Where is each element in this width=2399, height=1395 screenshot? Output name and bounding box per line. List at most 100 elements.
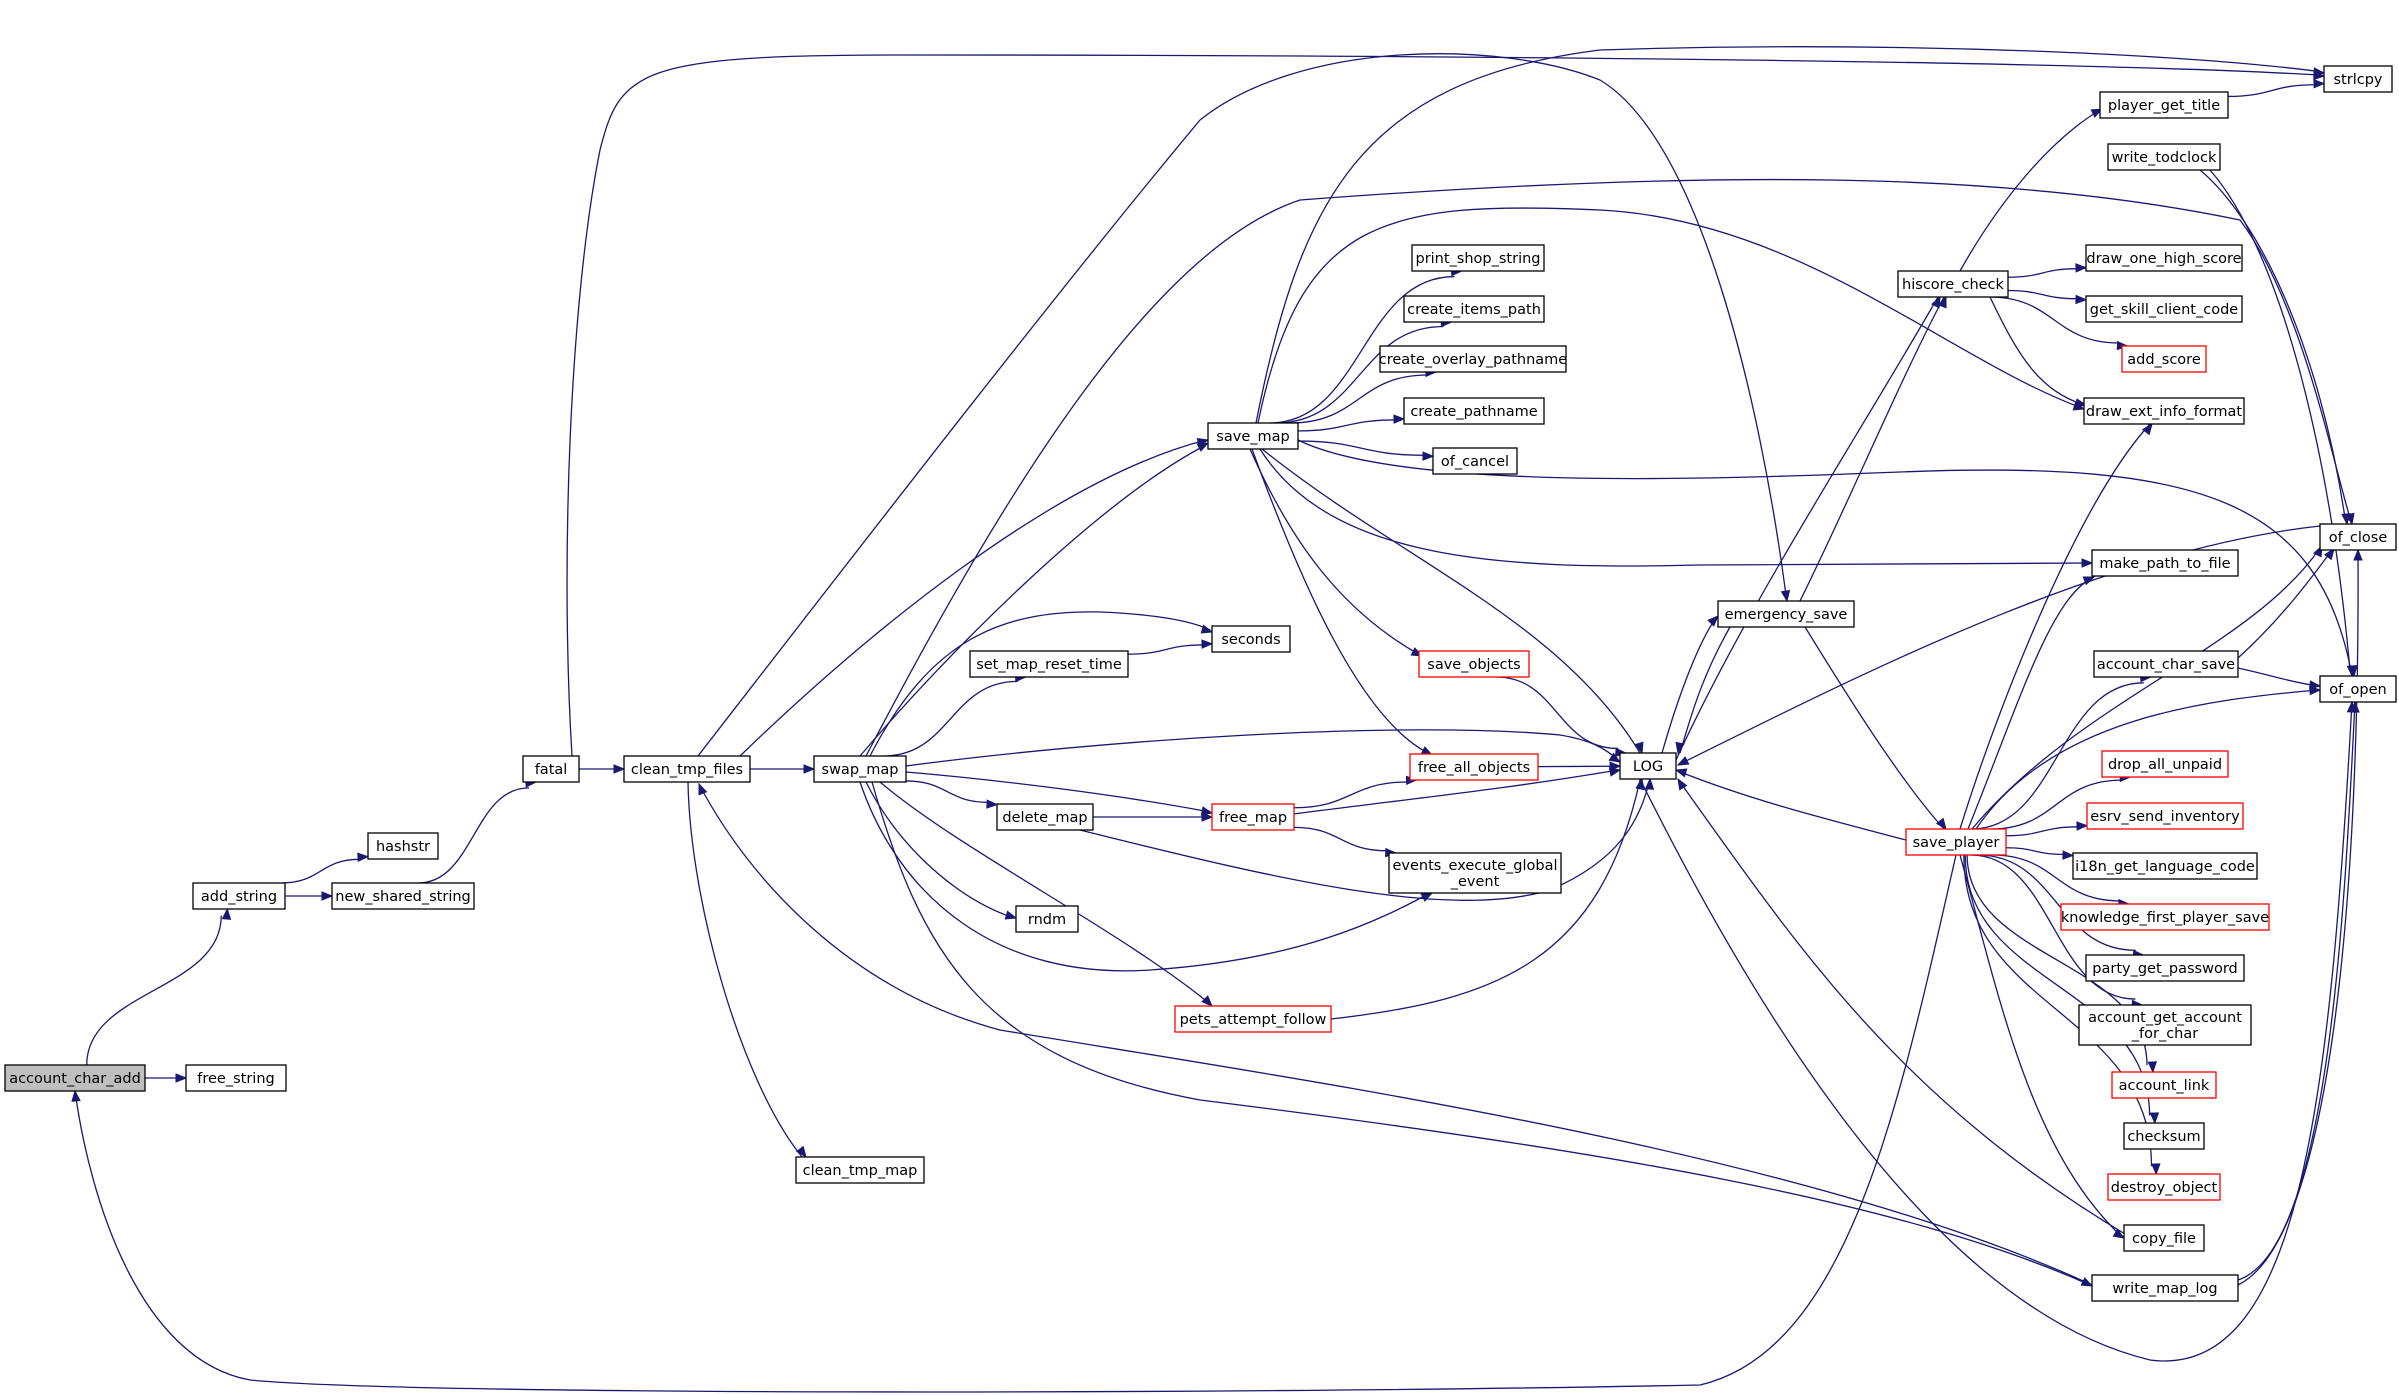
edge-line [1804, 626, 1945, 830]
node-hashstr[interactable]: hashstr [367, 832, 439, 860]
node-account-link[interactable]: account_link [2111, 1071, 2217, 1099]
node-box [623, 755, 751, 783]
node-set-map-reset-time[interactable]: set_map_reset_time [969, 650, 1129, 678]
node-print-shop-string[interactable]: print_shop_string [1411, 244, 1545, 272]
node-label: print_shop_string [1415, 251, 1540, 267]
node-save-objects[interactable]: save_objects [1418, 650, 1530, 678]
edge-set_map_reset_time-to-seconds [1127, 639, 1214, 655]
edge-line [1990, 779, 2122, 830]
node-clean-tmp-files[interactable]: clean_tmp_files [623, 755, 751, 783]
node-knowledge-first-player-save[interactable]: knowledge_first_player_save [2060, 903, 2270, 931]
node-add-score[interactable]: add_score [2121, 345, 2207, 373]
node-create-items-path[interactable]: create_items_path [1403, 295, 1545, 323]
node-save-map[interactable]: save_map [1207, 422, 1299, 450]
node-label: player_get_title [2108, 98, 2220, 114]
edge-line [1964, 854, 2151, 1116]
node-get-skill-client-code[interactable]: get_skill_client_code [2085, 295, 2243, 323]
node-box [996, 803, 1094, 831]
node-draw-one-high-score[interactable]: draw_one_high_score [2085, 244, 2243, 272]
edge-arrowhead [1004, 910, 1018, 920]
node-account-char-save[interactable]: account_char_save [2093, 650, 2239, 678]
edge-hiscore_check-to-draw_ext_info_format [1989, 296, 2088, 408]
node-box [1432, 447, 1518, 475]
edge-arrowhead [2147, 1061, 2158, 1074]
edge-free_map-to-LOG [1293, 767, 1622, 815]
edge-arrowhead [2149, 1112, 2160, 1125]
node-i18n-get-language-code[interactable]: i18n_get_language_code [2072, 852, 2258, 880]
node-label: copy_file [2132, 1231, 2196, 1247]
node-copy-file[interactable]: copy_file [2123, 1224, 2205, 1252]
node-fatal[interactable]: fatal [522, 755, 580, 783]
node-make-path-to-file[interactable]: make_path_to_file [2091, 549, 2239, 577]
edge-emergency_save-to-hiscore_check [1799, 295, 1947, 602]
node-draw-ext-info-format[interactable]: draw_ext_info_format [2083, 397, 2245, 425]
node-write-todclock[interactable]: write_todclock [2107, 143, 2221, 171]
node-create-pathname[interactable]: create_pathname [1403, 397, 1545, 425]
edge-LOG-to-emergency_save [1661, 615, 1719, 754]
node-esrv-send-inventory[interactable]: esrv_send_inventory [2086, 802, 2244, 830]
node-label: save_objects [1427, 657, 1520, 673]
node-free-map[interactable]: free_map [1211, 803, 1295, 831]
edge-account_char_add-to-free_string [144, 1073, 188, 1083]
node-create-overlay-pathname[interactable]: create_overlay_pathname [1379, 345, 1568, 373]
node-emergency-save[interactable]: emergency_save [1717, 600, 1855, 628]
node-checksum[interactable]: checksum [2123, 1122, 2205, 1150]
edge-arrowhead [2353, 548, 2363, 561]
edge-save_map-to-draw_ext_info_format [1257, 207, 2086, 424]
node-hiscore-check[interactable]: hiscore_check [1897, 270, 2009, 298]
node-box [331, 882, 475, 910]
edge-line [1249, 448, 1421, 656]
node-box [1211, 803, 1295, 831]
node-free-all-objects[interactable]: free_all_objects [1409, 753, 1539, 781]
node-seconds[interactable]: seconds [1211, 625, 1291, 653]
node-pets-attempt-follow[interactable]: pets_attempt_follow [1174, 1005, 1332, 1033]
edge-line [1330, 779, 1641, 1020]
edge-arrowhead [613, 764, 626, 774]
node-box [969, 650, 1129, 678]
edge-write_todclock-to-of_close [2199, 169, 2351, 526]
node-player-get-title[interactable]: player_get_title [2099, 91, 2229, 119]
node-strlcpy[interactable]: strlcpy [2323, 65, 2393, 93]
node-box [2319, 675, 2397, 703]
edge-arrowhead [1634, 741, 1644, 755]
node-box [795, 1156, 925, 1184]
node-save-player[interactable]: save_player [1905, 828, 2007, 856]
node-label: write_map_log [2112, 1281, 2217, 1297]
node-LOG[interactable]: LOG [1619, 752, 1677, 780]
node-add-string[interactable]: add_string [192, 882, 286, 910]
node-label: draw_one_high_score [2086, 251, 2241, 267]
edge-arrowhead [2323, 547, 2335, 561]
node-free-string[interactable]: free_string [185, 1064, 287, 1092]
node-account-char-add[interactable]: account_char_add [4, 1064, 146, 1092]
edge-line [1959, 854, 2123, 1238]
node-box [2086, 802, 2244, 830]
node-party-get-password[interactable]: party_get_password [2085, 954, 2245, 982]
node-of-cancel[interactable]: of_cancel [1432, 447, 1518, 475]
node-label: save_map [1216, 429, 1289, 445]
edge-save_map-to-make_path_to_file [1259, 448, 2094, 568]
edge-line [1679, 525, 2321, 765]
node-box [1619, 752, 1677, 780]
node-of-close[interactable]: of_close [2319, 523, 2397, 551]
edge-save_player-to-copy_file [1959, 854, 2126, 1239]
node-events-execute-global-event[interactable]: events_execute_global_event [1388, 852, 1562, 894]
edge-save_player-to-account_char_add [71, 854, 1957, 1393]
edge-line [1977, 854, 2136, 952]
edge-arrowhead [1196, 442, 1210, 452]
node-account-get-account-for-char[interactable]: account_get_account_for_char [2078, 1004, 2252, 1046]
edge-line [687, 781, 803, 1158]
node-destroy-object[interactable]: destroy_object [2107, 1173, 2221, 1201]
node-delete-map[interactable]: delete_map [996, 803, 1094, 831]
node-write-map-log[interactable]: write_map_log [2091, 1274, 2239, 1302]
node-box [2111, 1071, 2217, 1099]
node-rndm[interactable]: rndm [1015, 905, 1079, 933]
node-drop-all-unpaid[interactable]: drop_all_unpaid [2101, 750, 2229, 778]
node-swap-map[interactable]: swap_map [813, 755, 907, 783]
node-clean-tmp-map[interactable]: clean_tmp_map [795, 1156, 925, 1184]
edge-line [1679, 781, 2131, 1238]
edge-write_todclock-to-of_open [2209, 169, 2357, 678]
node-new-shared-string[interactable]: new_shared_string [331, 882, 475, 910]
node-box [2101, 750, 2229, 778]
node-box [1379, 345, 1567, 373]
node-of-open[interactable]: of_open [2319, 675, 2397, 703]
